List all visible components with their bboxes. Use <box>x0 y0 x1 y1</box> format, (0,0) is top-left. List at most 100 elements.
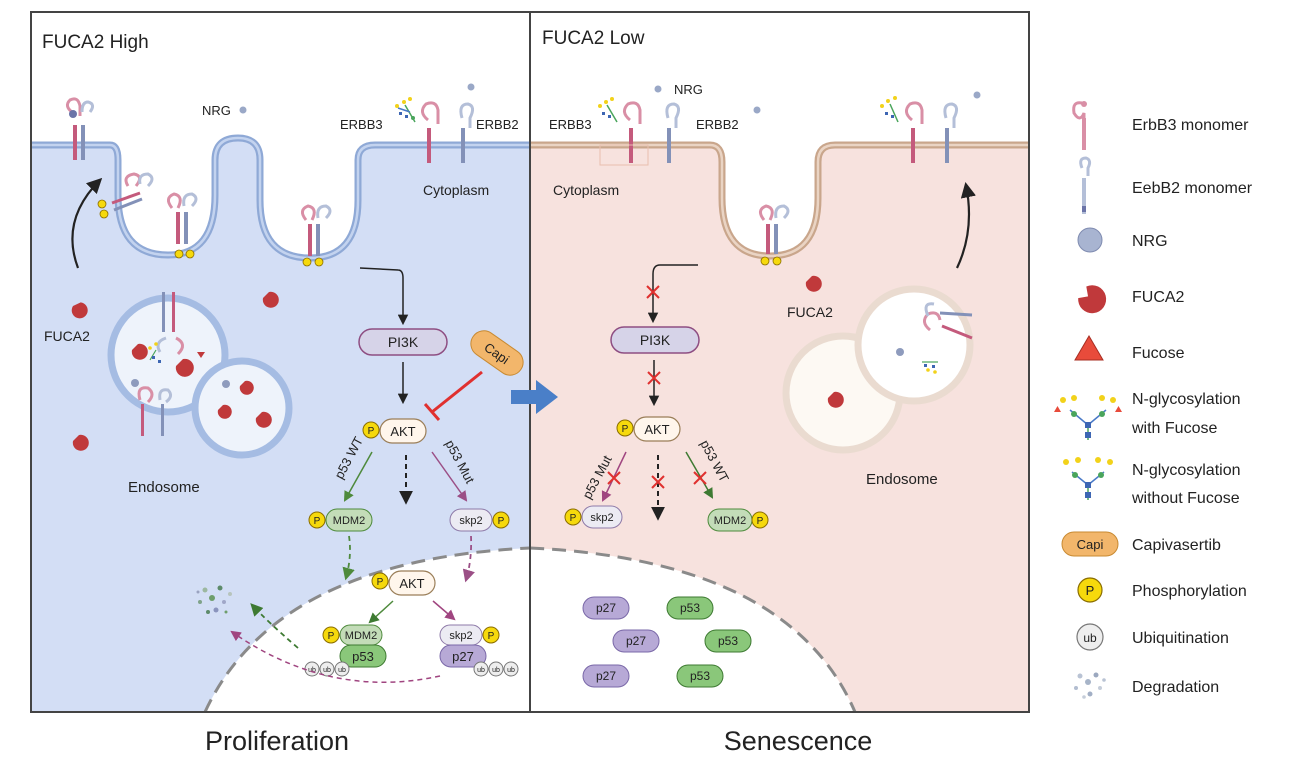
fucose-triangle-icon <box>1074 335 1104 361</box>
right-nrg-label: NRG <box>674 82 703 97</box>
legend-label-glyco-nofuc-2: without Fucose <box>1131 490 1240 507</box>
right-p27-1-label: p27 <box>596 601 616 615</box>
left-capi-inhibition <box>431 370 483 414</box>
right-akt-label: AKT <box>644 422 669 437</box>
left-recycle-arrow <box>71 177 103 269</box>
left-nuclear-akt: AKT P <box>371 570 436 596</box>
left-nuclear-akt-phospho: P <box>377 577 384 588</box>
left-p27-degradation-arrow <box>230 630 441 683</box>
right-block-x-4 <box>651 475 665 489</box>
right-block-x-5 <box>693 471 707 485</box>
right-block-x-1 <box>646 285 660 299</box>
left-nuc-skp2-label: skp2 <box>449 630 472 642</box>
right-skp2-label: skp2 <box>590 512 613 524</box>
ubiquitin-icon: ub <box>1076 623 1104 651</box>
legend-label-phospho: Phosphorylation <box>1132 583 1247 600</box>
right-skp2-phospho: P <box>570 513 577 524</box>
left-nrg-label: NRG <box>202 103 231 118</box>
left-nuc-mdm2-phospho: P <box>328 631 335 642</box>
legend-label-fuca2: FUCA2 <box>1132 289 1185 306</box>
right-mdm2-node: MDM2 P <box>707 508 769 532</box>
right-arrow-p53wt <box>685 451 714 499</box>
left-pi3k-label: PI3K <box>388 334 419 350</box>
right-nrg-sphere-3 <box>973 91 981 99</box>
capi-pill-icon: Capi <box>1061 531 1119 557</box>
left-endosome <box>107 292 293 459</box>
ub-label: ub <box>507 667 515 674</box>
left-arrow-p53wt <box>343 451 373 502</box>
right-p53-1-label: p53 <box>680 601 700 615</box>
left-nrg-sphere-2 <box>467 83 475 91</box>
right-endosome-label: Endosome <box>866 471 938 488</box>
left-skp2-node: skp2 P <box>449 508 510 532</box>
fuca2-pacman-icon <box>1078 285 1107 314</box>
right-erbb2-label: ERBB2 <box>696 117 739 132</box>
legend-capi-badge: Capi <box>1077 537 1104 552</box>
nrg-sphere-icon <box>239 106 247 114</box>
left-skp2-p27-complex: skp2 P p27 ub ub ub <box>439 624 519 677</box>
right-fuca2-label: FUCA2 <box>787 304 833 320</box>
left-arrow-p53mut <box>431 451 468 502</box>
ub-label: ub <box>492 667 500 674</box>
phospho-icon: P <box>1077 577 1103 603</box>
right-arrow-to-pi3k <box>647 264 698 324</box>
left-skp2-import-arrow <box>462 535 475 583</box>
left-panel-title: FUCA2 High <box>42 32 149 53</box>
right-free-fuca2 <box>805 275 822 292</box>
right-pi3k-label: PI3K <box>640 332 671 348</box>
legend-label-nrg: NRG <box>1132 233 1168 250</box>
right-p27-2-label: p27 <box>626 634 646 648</box>
legend-degradation-icon <box>1074 672 1106 699</box>
legend-label-glyco-fuc-2: with Fucose <box>1131 420 1217 437</box>
left-skp2-label: skp2 <box>459 515 482 527</box>
left-receptor-dimer-pit-2 <box>167 192 198 259</box>
left-mdm2-phospho: P <box>314 516 321 527</box>
right-pi3k-node: PI3K <box>610 326 700 354</box>
right-skp2-node: P skp2 <box>564 505 623 529</box>
left-nuclear-akt-label: AKT <box>399 576 424 591</box>
legend-label-glyco-nofuc-1: N-glycosylation <box>1132 462 1240 479</box>
legend-label-glyco-fuc-1: N-glycosylation <box>1132 391 1240 408</box>
right-erbb3-label: ERBB3 <box>549 117 592 132</box>
legend-label-fucose: Fucose <box>1132 345 1185 362</box>
right-endosome <box>782 285 974 454</box>
left-akt-label: AKT <box>390 424 415 439</box>
right-p53-2-label: p53 <box>718 634 738 648</box>
legend-ub-badge: ub <box>1083 631 1097 645</box>
ub-label: ub <box>308 667 316 674</box>
right-akt-phospho: P <box>622 424 629 435</box>
right-receptor-dimer-pit <box>759 204 790 266</box>
left-mdm2-p53-complex: MDM2 P p53 ub ub ub <box>304 624 387 677</box>
right-block-x-2 <box>647 371 661 385</box>
right-arrow-p53mut <box>601 451 627 502</box>
right-receptor-dimer-2 <box>880 96 959 163</box>
erbb3-monomer-icon <box>1072 101 1087 150</box>
legend-label-ub: Ubiquitination <box>1132 630 1229 647</box>
right-recycle-arrow <box>956 181 976 269</box>
left-mdm2-node: MDM2 P <box>308 508 373 532</box>
left-ub-chain-1: ub ub ub <box>304 661 350 677</box>
left-akt-phospho: P <box>368 426 375 437</box>
right-panel-title: FUCA2 Low <box>542 28 645 49</box>
glycan-without-fucose-icon <box>1063 457 1113 500</box>
right-p27-3 <box>582 664 630 688</box>
right-mdm2-label: MDM2 <box>714 515 746 527</box>
left-pi3k-node: PI3K <box>358 328 448 356</box>
left-fuca2-label: FUCA2 <box>44 328 90 344</box>
legend-nrg-icon <box>1077 227 1103 253</box>
right-p53-1 <box>666 596 714 620</box>
legend-label-degradation: Degradation <box>1132 679 1219 696</box>
left-erbb3-label: ERBB3 <box>340 117 383 132</box>
right-highlight-box <box>599 144 649 166</box>
right-p27-2 <box>612 629 660 653</box>
legend-label-erbb2: EebB2 monomer <box>1132 180 1253 197</box>
left-nuc-arrow-skp2 <box>432 600 456 621</box>
right-cytoplasm-label: Cytoplasm <box>553 182 619 198</box>
legend: ErbB3 monomer EebB2 monomer NRG FUCA2 Fu… <box>1054 101 1253 699</box>
left-mdm2-label: MDM2 <box>333 515 365 527</box>
glycan-with-fucose-icon <box>1054 395 1122 440</box>
left-akt-node: AKT P <box>362 418 427 444</box>
left-endosome-label: Endosome <box>128 479 200 496</box>
right-block-x-3 <box>607 471 621 485</box>
left-mdm2-import-arrow <box>342 535 355 581</box>
